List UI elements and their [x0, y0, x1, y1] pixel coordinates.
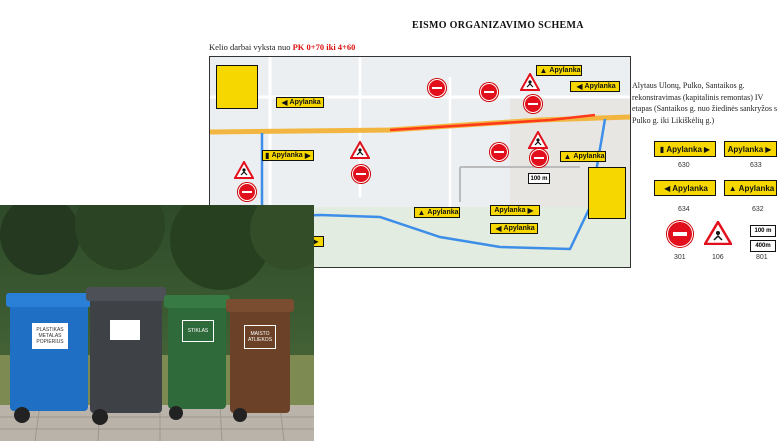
page-title: EISMO ORGANIZAVIMO SCHEMA	[412, 20, 584, 31]
road-works-sign	[528, 131, 548, 149]
legend-code-301: 301	[674, 254, 686, 261]
legend-code-801: 801	[756, 254, 768, 261]
legend-sign-632: ▲Apylanka	[724, 180, 777, 196]
no-entry-sign	[490, 143, 508, 161]
bin-label-mixed	[110, 320, 140, 340]
detour-sign: ◀Apylanka	[570, 81, 620, 92]
project-description: Alytaus Ulonų, Pulko, Santaikos g. rekon…	[632, 81, 777, 125]
legend-plate-400: 400m	[750, 240, 776, 252]
legend-code-630: 630	[678, 162, 690, 169]
detour-sign: ◀Apylanka	[276, 97, 324, 108]
legend-sign-634: ◀Apylanka	[654, 180, 716, 196]
legend-code-633: 633	[750, 162, 762, 169]
bin-label-glass: STIKLAS	[182, 320, 214, 342]
subtitle-prefix: Kelio darbai vyksta nuo	[209, 42, 291, 52]
road-works-sign	[234, 161, 254, 179]
road-works-sign	[350, 141, 370, 159]
no-entry-sign	[530, 149, 548, 167]
legend-code-632: 632	[752, 206, 764, 213]
pk-range: PK 0+70 iki 4+60	[292, 42, 356, 52]
no-entry-sign	[238, 183, 256, 201]
bin-label-recycling: PLASTIKAS METALAS POPIERIUS	[32, 323, 68, 349]
no-entry-sign	[352, 165, 370, 183]
works-range-subtitle: Kelio darbai vyksta nuo PK 0+70 iki 4+60	[209, 42, 355, 52]
legend-road-works-sign	[704, 221, 732, 245]
no-entry-sign	[524, 95, 542, 113]
road-works-sign	[520, 73, 540, 91]
detour-sign: ◀Apylanka	[490, 223, 538, 234]
distance-plate: 100 m	[528, 173, 550, 184]
intersection-scheme-sign-right	[588, 167, 626, 219]
no-entry-sign	[480, 83, 498, 101]
waste-bins-photo: PLASTIKAS METALAS POPIERIUS STIKLAS MAIS…	[0, 205, 314, 441]
legend-code-106: 106	[712, 254, 724, 261]
legend-plate-100: 100 m	[750, 225, 776, 237]
no-entry-sign	[428, 79, 446, 97]
legend-code-634: 634	[678, 206, 690, 213]
detour-sign: ▲Apylanka	[536, 65, 582, 76]
legend-sign-630: ▮Apylanka▶	[654, 141, 716, 157]
bin-label-food-waste: MAISTO ATLIEKOS	[244, 325, 276, 349]
detour-sign: ▮Apylanka▶	[262, 150, 314, 161]
detour-sign: ▲Apylanka	[414, 207, 460, 218]
intersection-scheme-sign-left	[216, 65, 258, 109]
detour-sign: Apylanka▶	[490, 205, 540, 216]
detour-sign: ▲Apylanka	[560, 151, 606, 162]
legend-no-entry-sign	[667, 221, 693, 247]
legend-sign-633: Apylanka▶	[724, 141, 777, 157]
